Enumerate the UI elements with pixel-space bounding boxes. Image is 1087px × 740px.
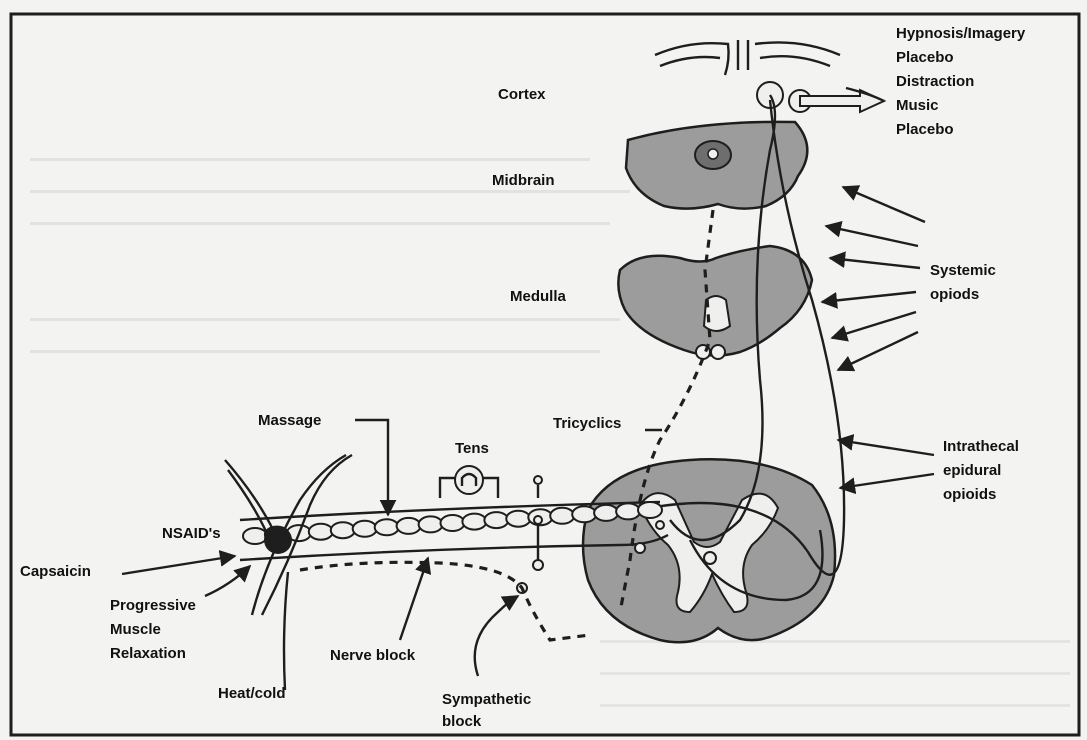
- nerve-block-arrow: [400, 558, 428, 640]
- label-systemic-2: opiods: [930, 286, 979, 303]
- label-intrathecal-1: Intrathecal: [943, 438, 1019, 455]
- label-medulla: Medulla: [510, 288, 566, 305]
- label-tens: Tens: [455, 440, 489, 457]
- heat-cold-line: [284, 572, 288, 690]
- medulla-node: [711, 345, 725, 359]
- nerve-bead: [309, 524, 333, 540]
- label-pmr-2: Muscle: [110, 621, 161, 638]
- nerve-bead: [484, 512, 508, 528]
- intrathecal-arrows: [838, 440, 934, 488]
- nerve-bead: [331, 522, 355, 538]
- synapse-node: [533, 560, 543, 570]
- nerve-bead: [419, 516, 443, 532]
- label-pmr-3: Relaxation: [110, 645, 186, 662]
- label-sympathetic-1: Sympathetic: [442, 691, 531, 708]
- sympathetic-block-arrow: [475, 596, 518, 676]
- label-midbrain: Midbrain: [492, 172, 555, 189]
- show-through-text: [30, 158, 1070, 707]
- synapse-node-top: [534, 516, 542, 524]
- label-nsaids: NSAID's: [162, 525, 221, 542]
- label-distraction: Distraction: [896, 73, 974, 90]
- dorsal-horn-node: [635, 543, 645, 553]
- midbrain-aqueduct-center: [708, 149, 718, 159]
- hypnosis-arrow: [800, 88, 884, 112]
- label-sympathetic-2: block: [442, 713, 482, 730]
- nerve-bead: [506, 511, 530, 527]
- systemic-opioid-arrows: [822, 187, 925, 370]
- label-hypnosis: Hypnosis/Imagery: [896, 25, 1026, 42]
- label-capsaicin: Capsaicin: [20, 563, 91, 580]
- label-nerve-block: Nerve block: [330, 647, 416, 664]
- tens-device: [440, 466, 542, 498]
- label-massage: Massage: [258, 412, 321, 429]
- nerve-bead: [594, 505, 618, 521]
- capsaicin-arrow: [122, 556, 235, 574]
- nerve-bead: [375, 519, 399, 535]
- label-placebo-2: Placebo: [896, 121, 954, 138]
- nerve-bead: [572, 506, 596, 522]
- label-intrathecal-2: epidural: [943, 462, 1001, 479]
- nerve-bead: [441, 515, 465, 531]
- dorsal-horn-node: [656, 521, 664, 529]
- nerve-bead: [638, 502, 662, 518]
- dorsal-horn-node: [704, 552, 716, 564]
- label-music: Music: [896, 97, 939, 114]
- label-systemic-1: Systemic: [930, 262, 996, 279]
- nerve-bead: [550, 508, 574, 524]
- label-tricyclics: Tricyclics: [553, 415, 621, 432]
- sympathetic-chain: [300, 562, 590, 640]
- nerve-bead: [462, 514, 486, 530]
- nerve-bead: [616, 503, 640, 519]
- label-intrathecal-3: opioids: [943, 486, 996, 503]
- label-cortex: Cortex: [498, 86, 546, 103]
- massage-arrow: [355, 420, 388, 515]
- nerve-bead: [243, 528, 267, 544]
- label-pmr-1: Progressive: [110, 597, 196, 614]
- nerve-bead: [353, 521, 377, 537]
- pmr-arrow: [205, 566, 250, 596]
- label-placebo-1: Placebo: [896, 49, 954, 66]
- nerve-bead: [397, 518, 421, 534]
- label-heat-cold: Heat/cold: [218, 685, 286, 702]
